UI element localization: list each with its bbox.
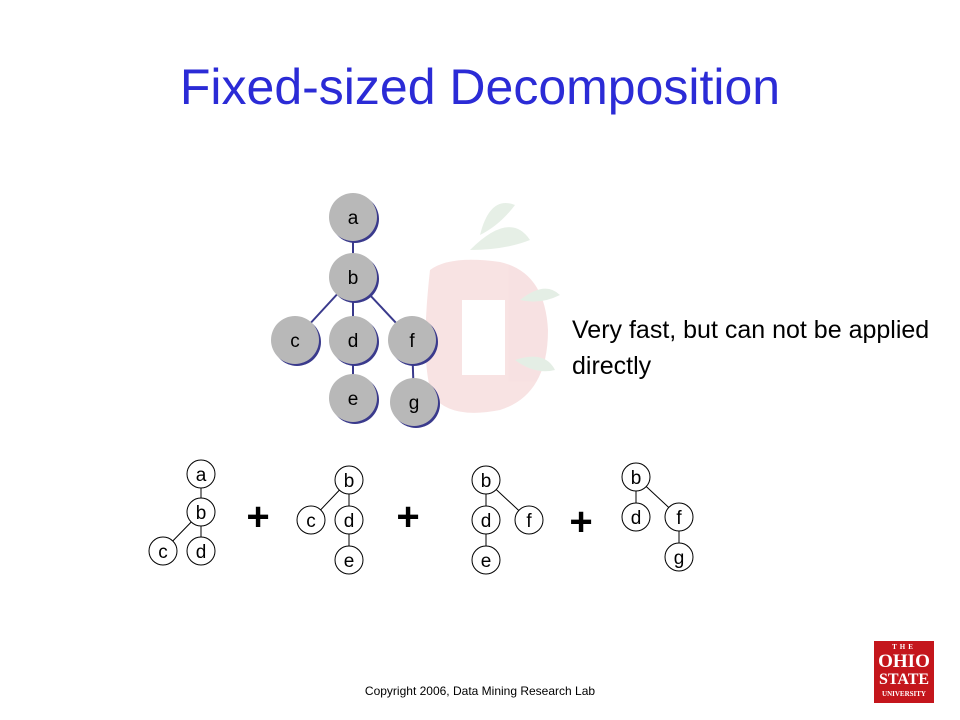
main-node-f (388, 316, 436, 364)
subtree-3: bd f e (471, 465, 544, 575)
subtree-3-label-f: f (526, 511, 532, 532)
subtree-4-label-f: f (676, 508, 682, 529)
logo-text-university: UNIVERSITY (882, 690, 926, 698)
main-node-label-a: a (348, 208, 359, 229)
subtree-4-node-f (664, 502, 694, 532)
slide-title: Fixed-sized Decomposition (179, 59, 781, 115)
subtree-2-label-c: c (306, 511, 316, 532)
subtree-2-node-b (334, 465, 364, 495)
subtree-4-label-g: g (674, 548, 685, 569)
copyright-footer: Copyright 2006, Data Mining Research Lab (364, 684, 596, 698)
plus-sign-1: + (246, 495, 269, 539)
main-node-b (329, 253, 377, 301)
main-node-d (329, 316, 377, 364)
subtree-3-node-e (471, 545, 501, 575)
subtree-3-node-b (471, 465, 501, 495)
ohio-state-logo: THE OHIO STATE UNIVERSITY (874, 641, 934, 703)
plus-sign-3: + (569, 500, 592, 544)
main-node-c (271, 316, 319, 364)
subtree-3-node-f (514, 505, 544, 535)
main-node-label-g: g (409, 393, 420, 414)
subtree-3-node-d (471, 505, 501, 535)
subtree-1-node-d (186, 536, 216, 566)
subtree-1-node-c (148, 536, 178, 566)
subtree-4-node-g (664, 542, 694, 572)
main-node-label-d: d (348, 331, 359, 352)
subtree-1-label-a: a (196, 465, 207, 486)
main-node-a (329, 193, 377, 241)
subtree-1-label-d: d (196, 542, 207, 563)
main-node-label-f: f (409, 331, 415, 352)
main-node-label-c: c (290, 331, 300, 352)
subtree-1: ab c d (148, 459, 216, 566)
subtree-1-node-b (186, 497, 216, 527)
subtree-4-label-b: b (631, 468, 642, 489)
subtree-2-label-e: e (344, 551, 355, 572)
subtree-4-label-d: d (631, 508, 642, 529)
main-node-label-b: b (348, 268, 359, 289)
subtree-2-node-c (296, 505, 326, 535)
subtree-3-label-e: e (481, 551, 492, 572)
subtree-2-node-e (334, 545, 364, 575)
subtree-3-label-b: b (481, 471, 492, 492)
main-node-label-e: e (348, 389, 359, 410)
logo-text-ohio: OHIO (878, 651, 930, 672)
subtree-4: bd fg (621, 462, 694, 572)
subtree-1-label-b: b (196, 503, 207, 524)
logo-text-state: STATE (878, 671, 930, 688)
annotation-text: Very fast, but can not be applied direct… (572, 316, 930, 380)
subtree-2-label-b: b (344, 471, 355, 492)
plus-sign-2: + (396, 495, 419, 539)
subtree-4-node-d (621, 502, 651, 532)
subtree-2-label-d: d (344, 511, 355, 532)
subtree-1-node-a (186, 459, 216, 489)
subtree-4-node-b (621, 462, 651, 492)
main-tree: a b c d f e g (271, 193, 440, 428)
subtree-2: b c de (296, 465, 364, 575)
subtree-2-node-d (334, 505, 364, 535)
subtree-1-label-c: c (158, 542, 168, 563)
main-node-g (390, 378, 438, 426)
logo-text-the: THE (892, 643, 916, 651)
main-node-e (329, 374, 377, 422)
watermark-logo (425, 203, 560, 413)
subtree-3-label-d: d (481, 511, 492, 532)
